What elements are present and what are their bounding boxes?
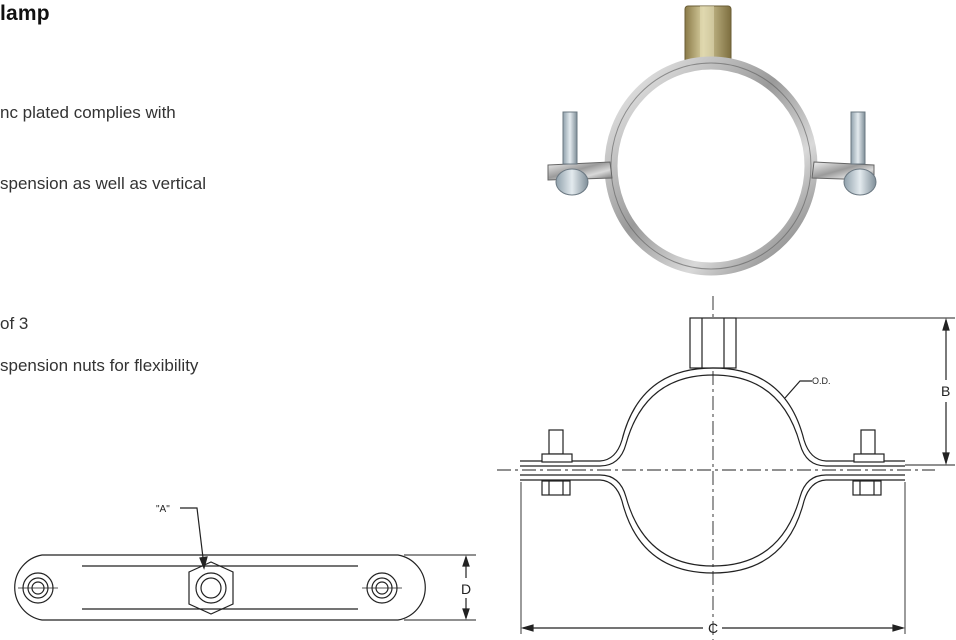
clamp-top-view-drawing (14, 507, 476, 621)
product-title: lamp (0, 2, 50, 25)
feature-line-2: spension as well as vertical (0, 174, 206, 193)
od-label: O.D. (812, 376, 831, 386)
dimension-c-label: C (708, 620, 718, 636)
feature-line-4: spension nuts for flexibility (0, 356, 199, 375)
dimension-d-label: D (461, 581, 471, 597)
label-a: "A" (156, 504, 170, 515)
clamp-front-view-drawing (497, 296, 955, 640)
feature-line-1: nc plated complies with (0, 103, 176, 122)
clamp-photo (547, 5, 877, 276)
feature-line-3: of 3 (0, 314, 29, 333)
dimension-b-label: B (941, 383, 950, 399)
